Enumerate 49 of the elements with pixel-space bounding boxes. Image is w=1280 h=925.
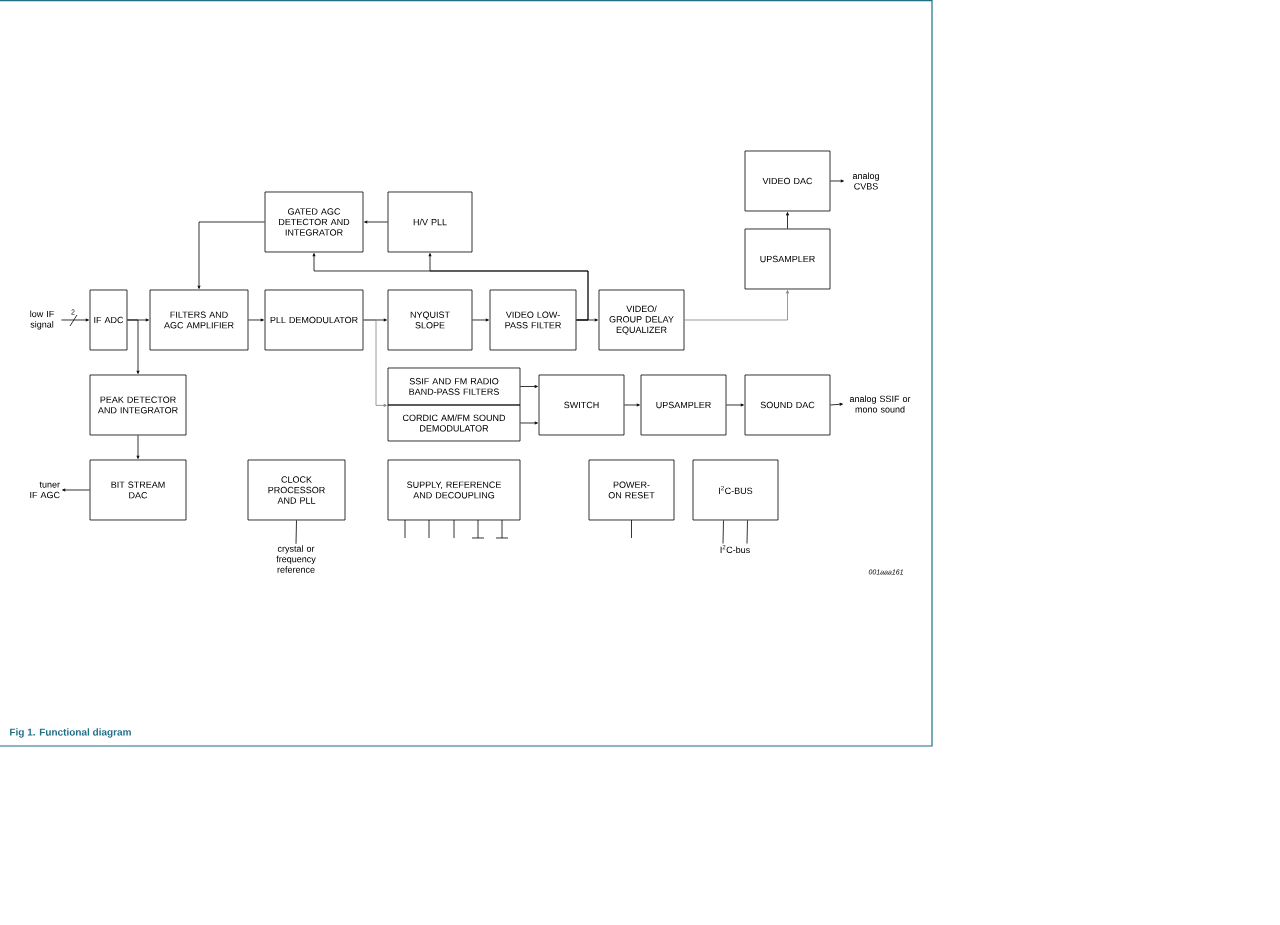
input-label: crystal or frequency reference <box>276 545 316 573</box>
arrow <box>197 221 265 289</box>
block-box: PLL DEMODULATOR <box>264 289 364 351</box>
block-box: NYQUIST SLOPE <box>387 289 473 351</box>
block-box: UPSAMPLER <box>640 374 727 436</box>
block-box: IF ADC <box>89 289 128 351</box>
arrow <box>428 253 589 321</box>
output-label: analog SSIF or mono sound <box>849 395 911 413</box>
arrow <box>520 385 538 388</box>
block-box: BIT STREAM DAC <box>89 459 187 521</box>
output-label: analog CVBS <box>852 172 879 190</box>
connector-line <box>295 520 297 545</box>
block-box: CLOCK PROCESSOR AND PLL <box>247 459 346 521</box>
arrow <box>520 421 538 425</box>
figure-caption: Fig 1. Functional diagram <box>10 728 131 738</box>
block-box: SSIF AND FM RADIO BAND-PASS FILTERS <box>387 367 521 406</box>
block-box: POWER-ON RESET <box>588 459 675 521</box>
block-box: VIDEO DAC <box>744 150 831 212</box>
block-box: CORDIC AM/FM SOUND DEMODULATOR <box>387 404 521 442</box>
block-box: SUPPLY, REFERENCE AND DECOUPLING <box>387 459 521 521</box>
arrow <box>127 319 140 374</box>
block-box: VIDEO LOW-PASS FILTER <box>489 289 577 351</box>
arrow <box>624 403 640 407</box>
connector-line <box>722 520 724 544</box>
block-box: UPSAMPLER <box>744 228 831 290</box>
block-box: SOUND DAC <box>744 374 831 436</box>
output-label: tuner IF AGC <box>30 481 60 499</box>
arrow <box>786 212 789 229</box>
arrow <box>136 435 140 459</box>
arrow <box>684 290 789 321</box>
block-box: SWITCH <box>538 374 625 436</box>
block-box: VIDEO/ GROUP DELAY EQUALIZER <box>598 289 685 351</box>
arrow <box>61 318 89 322</box>
arrow <box>364 220 388 224</box>
block-box: H/V PLL <box>387 191 473 253</box>
arrow <box>830 179 844 183</box>
arrow <box>248 318 264 322</box>
block-box: I$^{2}$C-BUS <box>692 459 779 521</box>
arrow <box>62 488 90 492</box>
bus-label: I$^{2}$C-bus <box>720 544 750 554</box>
connector-line <box>746 520 748 544</box>
arrow <box>472 318 489 322</box>
arrow <box>830 402 843 406</box>
block-box: PEAK DETECTOR AND INTEGRATOR <box>89 374 187 436</box>
signal-label: low IF signal <box>30 310 54 330</box>
arrow <box>363 319 387 407</box>
block-box: GATED AGC DETECTOR AND INTEGRATOR <box>264 191 364 253</box>
block-box: FILTERS AND AGC AMPLIFIER <box>149 289 249 351</box>
arrow <box>726 403 744 407</box>
